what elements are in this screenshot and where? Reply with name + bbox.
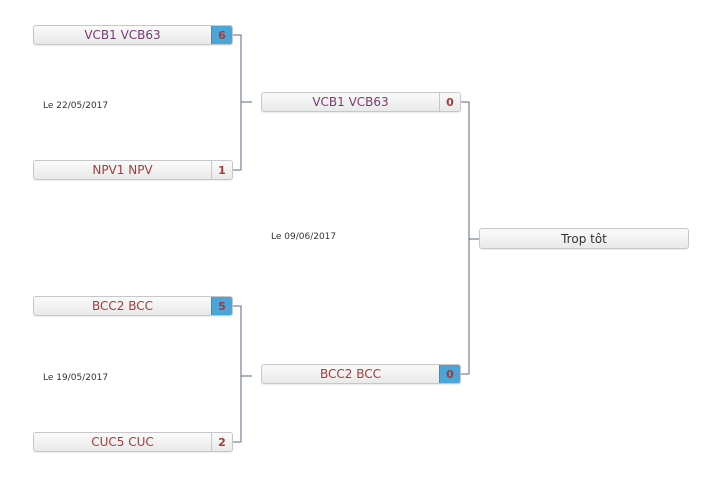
- match-date: Le 22/05/2017: [43, 101, 109, 111]
- team-slot[interactable]: CUC5 CUC 2: [33, 432, 233, 452]
- team-score: 0: [439, 93, 460, 111]
- match-date: Le 09/06/2017: [271, 232, 337, 242]
- team-score: 5: [211, 297, 232, 315]
- connector-match-1: [233, 34, 242, 171]
- team-name: VCB1 VCB63: [312, 95, 389, 109]
- final-slot[interactable]: Trop tôt: [479, 228, 689, 249]
- team-slot[interactable]: NPV1 NPV 1: [33, 160, 233, 180]
- team-name: VCB1 VCB63: [84, 28, 161, 42]
- connector-semifinal: [461, 101, 470, 375]
- team-name: CUC5 CUC: [91, 435, 154, 449]
- team-score: 1: [211, 161, 232, 179]
- team-slot[interactable]: VCB1 VCB63 0: [261, 92, 461, 112]
- team-slot[interactable]: BCC2 BCC 0: [261, 364, 461, 384]
- team-score: 0: [439, 365, 460, 383]
- team-name: BCC2 BCC: [319, 367, 381, 381]
- match-date: Le 19/05/2017: [43, 373, 109, 383]
- team-name: BCC2 BCC: [91, 299, 153, 313]
- connector-match-2: [233, 305, 242, 443]
- final-label: Trop tôt: [561, 231, 607, 246]
- team-slot[interactable]: BCC2 BCC 5: [33, 296, 233, 316]
- team-score: 6: [211, 26, 232, 44]
- team-slot[interactable]: VCB1 VCB63 6: [33, 25, 233, 45]
- team-name: NPV1 NPV: [92, 163, 153, 177]
- team-score: 2: [211, 433, 232, 451]
